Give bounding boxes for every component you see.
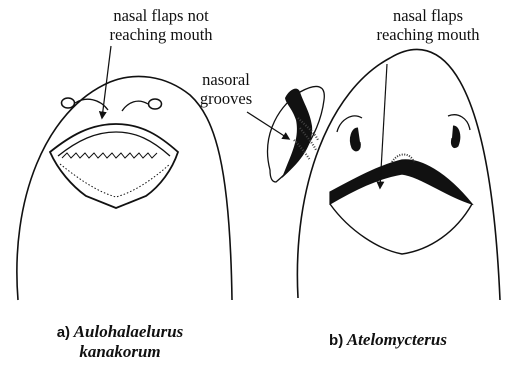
- head-a-teeth: [62, 153, 157, 158]
- caption-a-name-line2: kanakorum: [30, 342, 210, 361]
- head-b-chin: [330, 204, 472, 254]
- head-a-lower-jaw: [60, 164, 170, 197]
- head-a-outline: [17, 76, 232, 300]
- caption-b-name: Atelomycterus: [347, 330, 447, 349]
- label-nasoral-grooves: nasoral grooves: [191, 70, 261, 108]
- label-nasal-flaps-not-reaching-mouth: nasal flaps not reaching mouth: [86, 6, 236, 44]
- head-b-mouth: [330, 160, 472, 204]
- label-line: nasal flaps not: [86, 6, 236, 25]
- caption-a-letter: a): [57, 324, 70, 341]
- label-nasal-flaps-reaching-mouth: nasal flaps reaching mouth: [368, 6, 488, 44]
- label-line: reaching mouth: [86, 25, 236, 44]
- label-line: reaching mouth: [368, 25, 488, 44]
- caption-a-name-line1: Aulohalaelurus: [74, 322, 184, 341]
- caption-a: a) Aulohalaelurus kanakorum: [30, 322, 210, 361]
- head-a-left-nostril: [62, 98, 109, 110]
- caption-b: b) Atelomycterus: [308, 330, 468, 350]
- head-b-drawing: [297, 49, 500, 300]
- label-line: nasal flaps: [368, 6, 488, 25]
- head-a-drawing: [17, 76, 232, 300]
- inset-groove: [282, 89, 312, 178]
- arrow-nasoral-grooves: [247, 112, 289, 139]
- label-line: grooves: [191, 89, 261, 108]
- head-a-right-nostril: [122, 99, 162, 111]
- label-line: nasoral: [191, 70, 261, 89]
- caption-b-letter: b): [329, 332, 343, 349]
- inset-drawing: [268, 86, 325, 182]
- head-a-mouth-outer: [50, 124, 178, 208]
- head-b-left-nostril: [337, 116, 362, 151]
- head-b-right-nostril: [448, 115, 470, 148]
